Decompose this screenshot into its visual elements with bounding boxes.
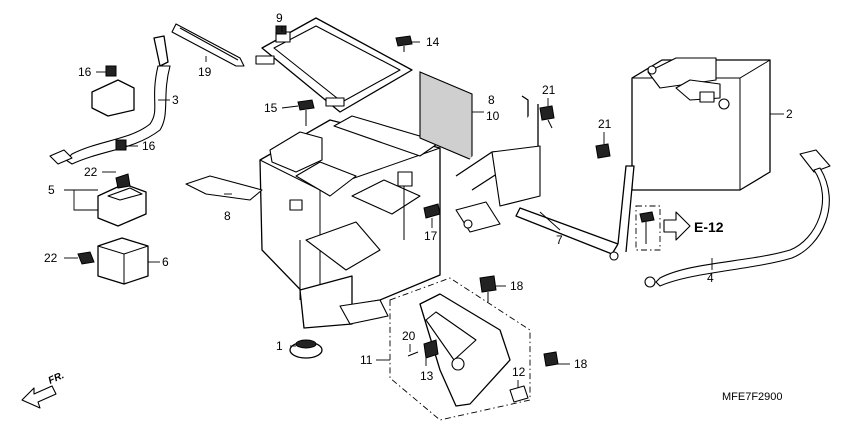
- callout-7: 7: [556, 233, 563, 247]
- front-direction-arrow: FR.: [21, 370, 66, 409]
- battery-cable-4: [644, 149, 831, 288]
- callout-1: 1: [276, 339, 283, 353]
- starter-relay: [97, 173, 147, 227]
- callout-10: 10: [486, 109, 500, 123]
- callout-20: 20: [402, 329, 416, 343]
- callout-14: 14: [426, 35, 440, 49]
- callout-18-bottom: 18: [574, 357, 588, 371]
- callout-6: 6: [162, 255, 169, 269]
- bolt-16b: [115, 139, 127, 151]
- bolt-15: [297, 99, 315, 126]
- callout-9: 9: [276, 11, 283, 25]
- bolt-21a: [539, 105, 555, 129]
- callout-16-top: 16: [78, 65, 92, 79]
- grommet-18b: [543, 351, 559, 367]
- callout-22-bottom: 22: [44, 251, 58, 265]
- callouts: 1 2 3 4 5 6 7 8 8 9 10 11 12 13 14 15 16…: [44, 11, 793, 383]
- leader-lines: [64, 26, 784, 388]
- callout-21-bottom: 21: [598, 117, 612, 131]
- battery-cover-frame: [255, 17, 413, 113]
- callout-5: 5: [48, 183, 55, 197]
- battery-strap: [171, 23, 245, 67]
- bolt-14: [395, 35, 413, 52]
- relay-cover: [77, 237, 149, 285]
- callout-15: 15: [264, 101, 278, 115]
- battery-box: [185, 115, 441, 329]
- callout-17: 17: [424, 229, 438, 243]
- grommet-18a: [479, 275, 497, 302]
- callout-11: 11: [360, 353, 373, 367]
- callout-13: 13: [420, 369, 434, 383]
- bolt-ref: [639, 211, 655, 244]
- fastener-9: [275, 25, 287, 35]
- clip-17: [423, 203, 441, 219]
- callout-16-bottom: 16: [142, 139, 156, 153]
- callout-18-top: 18: [510, 279, 524, 293]
- drawing-code: MFE7F2900: [722, 391, 783, 403]
- reference-arrow: E-12: [635, 205, 724, 251]
- callout-12: 12: [512, 365, 526, 379]
- battery: [631, 57, 771, 191]
- callout-3: 3: [172, 93, 179, 107]
- callout-4: 4: [707, 271, 714, 285]
- callout-22-top: 22: [84, 165, 98, 179]
- direction-label: FR.: [47, 370, 66, 387]
- callout-8-sheet: 8: [488, 93, 495, 107]
- callout-2: 2: [786, 107, 793, 121]
- battery-holder: [455, 95, 635, 261]
- side-cover-group: [389, 277, 531, 421]
- bolt-21b: [595, 143, 611, 159]
- callout-19: 19: [198, 65, 212, 79]
- callout-21-top: 21: [542, 83, 556, 97]
- cushion-1: [289, 339, 323, 359]
- bolt-16a: [105, 65, 117, 77]
- callout-8-box: 8: [224, 209, 231, 223]
- battery-cable-3: [49, 35, 171, 165]
- reference-label: E-12: [694, 219, 724, 235]
